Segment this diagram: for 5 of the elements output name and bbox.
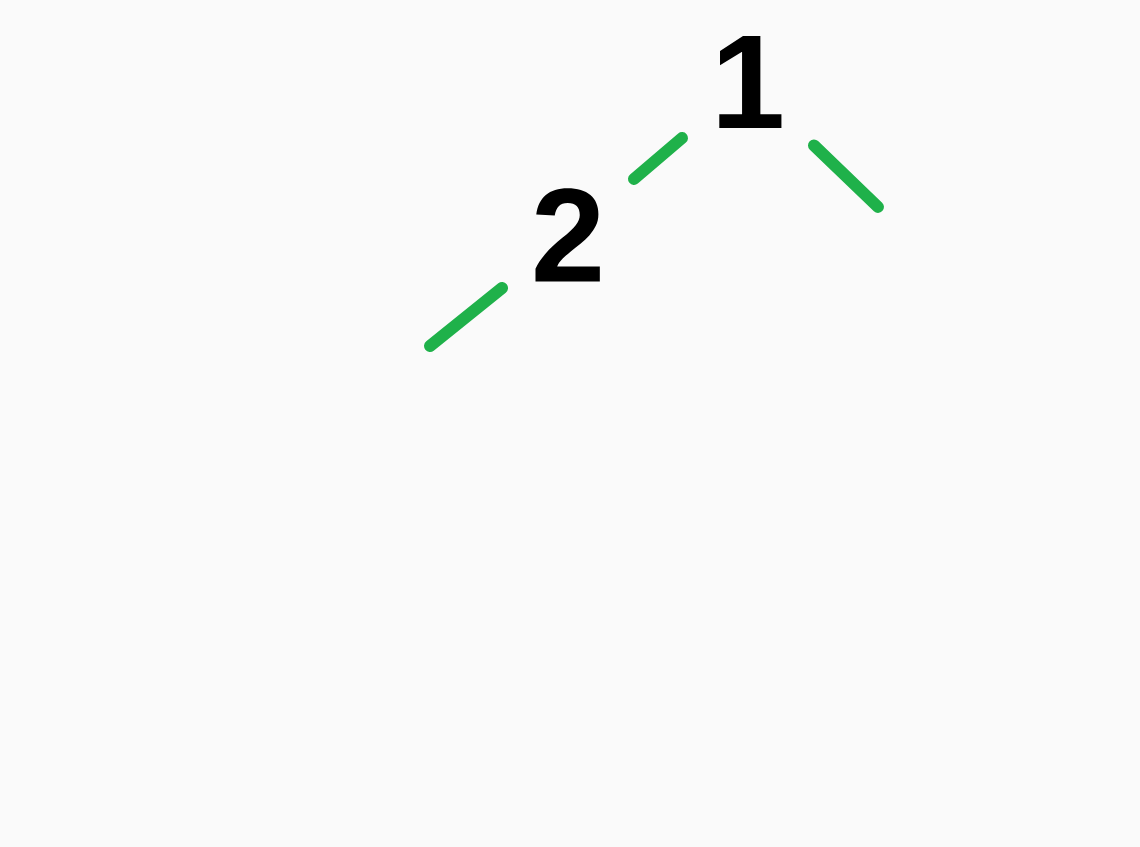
tree-edge (628, 132, 688, 185)
tree-edge (808, 139, 884, 213)
tree-edge (424, 282, 509, 352)
node-number: 2 (535, 188, 600, 282)
node-number: 1 (719, 36, 782, 128)
